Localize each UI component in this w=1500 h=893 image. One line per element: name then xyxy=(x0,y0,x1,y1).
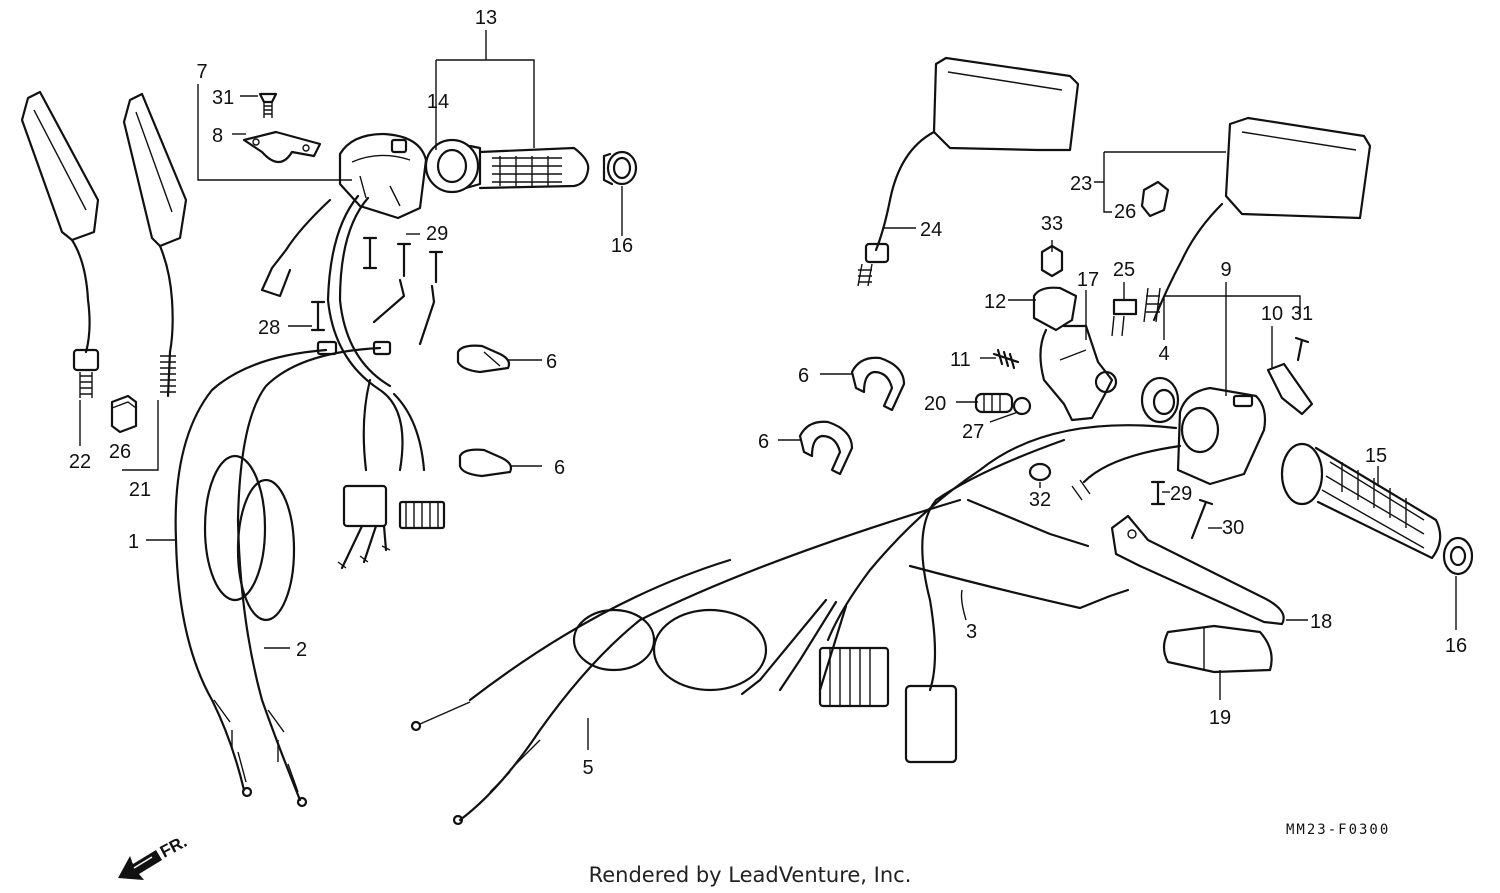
callout-30: 30 xyxy=(1222,517,1244,539)
callout-29-right: 29 xyxy=(1170,483,1192,505)
callout-14: 14 xyxy=(427,91,449,113)
mirror-nut-left[interactable] xyxy=(110,394,138,434)
grip-end-left[interactable] xyxy=(602,150,638,186)
callout-24: 24 xyxy=(920,219,942,241)
callout-20: 20 xyxy=(924,393,946,415)
mirror-nut-right[interactable] xyxy=(1140,180,1170,218)
callout-4: 4 xyxy=(1158,343,1169,365)
callout-6-right-1: 6 xyxy=(798,365,809,387)
throttle-cable-2[interactable] xyxy=(236,340,392,808)
screws-left-29[interactable] xyxy=(362,236,444,284)
grip-cover[interactable] xyxy=(1162,624,1273,674)
diagram-code: MM23-F0300 xyxy=(1286,822,1390,838)
screw-right-31[interactable] xyxy=(1294,336,1310,362)
front-label: FR. xyxy=(157,832,190,862)
callout-19: 19 xyxy=(1209,707,1231,729)
callout-2: 2 xyxy=(296,639,307,661)
callout-23: 23 xyxy=(1070,173,1092,195)
callout-27: 27 xyxy=(962,421,984,443)
callout-13: 13 xyxy=(475,7,497,29)
callout-28: 28 xyxy=(258,317,280,339)
callout-6-left-2: 6 xyxy=(554,457,565,479)
switch-housing-left[interactable] xyxy=(338,132,428,220)
front-arrow-icon: FR. xyxy=(118,832,190,880)
callout-12: 12 xyxy=(984,291,1006,313)
cable-clamp-right-2[interactable] xyxy=(798,420,854,476)
screw-left-31[interactable] xyxy=(258,92,278,118)
credit-text: Rendered by LeadVenture, Inc. xyxy=(589,863,912,887)
clutch-lever[interactable] xyxy=(1110,514,1285,626)
callout-16-right: 16 xyxy=(1445,635,1467,657)
screw-right-30[interactable] xyxy=(1190,498,1214,540)
collar-4[interactable] xyxy=(1140,376,1180,424)
leader-lines xyxy=(79,30,1457,750)
bracket-left[interactable] xyxy=(242,130,322,164)
handlebar-grip-right[interactable] xyxy=(1280,442,1442,560)
screw-left-28[interactable] xyxy=(310,300,326,332)
switch-harness-left[interactable] xyxy=(260,194,446,570)
switch-housing-right[interactable] xyxy=(1176,386,1267,486)
callout-25: 25 xyxy=(1113,259,1135,281)
throttle-grip[interactable] xyxy=(424,138,590,194)
callout-18: 18 xyxy=(1310,611,1332,633)
callout-10: 10 xyxy=(1261,303,1283,325)
callout-16-left: 16 xyxy=(611,235,633,257)
callout-21: 21 xyxy=(129,479,151,501)
callout-5: 5 xyxy=(582,757,593,779)
throttle-cable-1[interactable] xyxy=(174,340,338,798)
cable-upper-left[interactable] xyxy=(372,278,436,346)
callout-17: 17 xyxy=(1077,269,1099,291)
main-harness-right[interactable] xyxy=(740,424,1182,764)
bracket-10[interactable] xyxy=(1266,362,1314,416)
grip-end-right[interactable] xyxy=(1442,536,1474,576)
callout-6-left-1: 6 xyxy=(546,351,557,373)
mirror-right-outer[interactable] xyxy=(857,56,1080,287)
callout-26-left: 26 xyxy=(109,441,131,463)
callout-31-left: 31 xyxy=(212,87,234,109)
callout-32: 32 xyxy=(1029,489,1051,511)
spring-11[interactable] xyxy=(992,348,1020,370)
clutch-cable-3[interactable] xyxy=(410,498,1130,732)
nut-32[interactable] xyxy=(1028,462,1052,482)
mirror-right-inner[interactable] xyxy=(1143,116,1372,323)
callout-33: 33 xyxy=(1041,213,1063,235)
callout-8: 8 xyxy=(212,125,223,147)
lever-bracket-holder[interactable] xyxy=(1032,286,1118,422)
callout-9: 9 xyxy=(1220,259,1231,281)
callout-22: 22 xyxy=(69,451,91,473)
callout-11: 11 xyxy=(950,349,971,371)
cable-clamp-left-1[interactable] xyxy=(456,344,511,374)
callout-29-left: 29 xyxy=(426,223,448,245)
switch-20[interactable] xyxy=(974,392,1014,414)
callout-3: 3 xyxy=(966,621,977,643)
mirror-left-inner[interactable] xyxy=(122,92,188,398)
callout-31-right: 31 xyxy=(1291,303,1313,325)
callout-15: 15 xyxy=(1365,445,1387,467)
cable-clamp-right-1[interactable] xyxy=(850,356,906,412)
screw-right-29[interactable] xyxy=(1150,480,1166,506)
callout-26-right: 26 xyxy=(1114,201,1136,223)
mirror-left-outer[interactable] xyxy=(20,90,100,398)
callout-6-right-2: 6 xyxy=(758,431,769,453)
callout-labels: 13 14 16 7 31 8 29 28 6 6 22 26 21 1 2 2… xyxy=(69,7,1467,779)
callout-1: 1 xyxy=(128,531,139,553)
brake-cable-5[interactable] xyxy=(452,498,962,826)
callout-7: 7 xyxy=(196,61,207,83)
washer-27[interactable] xyxy=(1012,396,1032,416)
cable-clamp-left-2[interactable] xyxy=(458,448,513,478)
bolt-25[interactable] xyxy=(1111,298,1138,337)
